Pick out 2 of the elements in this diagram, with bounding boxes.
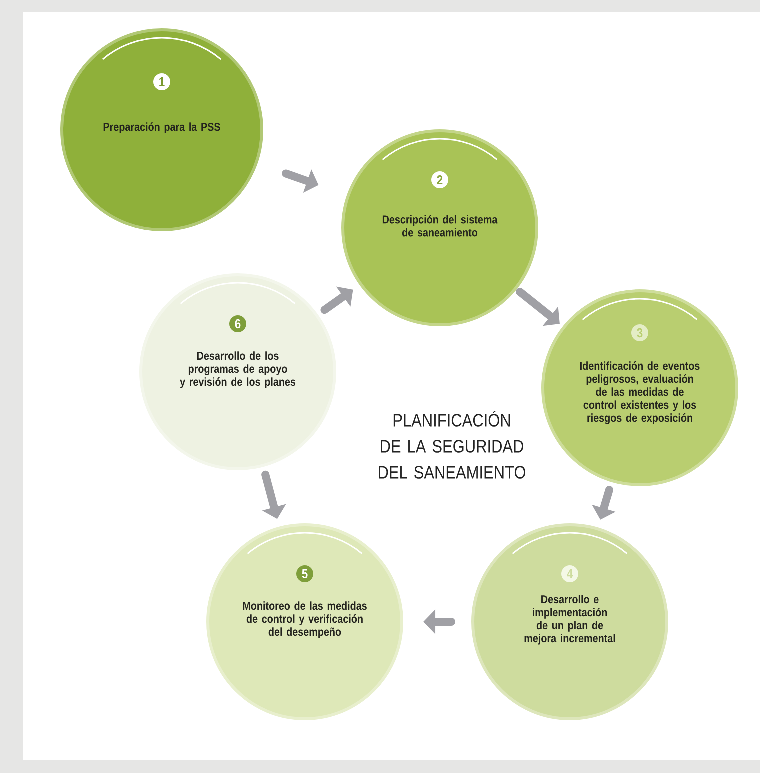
center-title: PLANIFICACIÓN DE LA SEGURIDAD DEL SANEAMIENTO [379,411,526,479]
arrow [320,286,354,314]
